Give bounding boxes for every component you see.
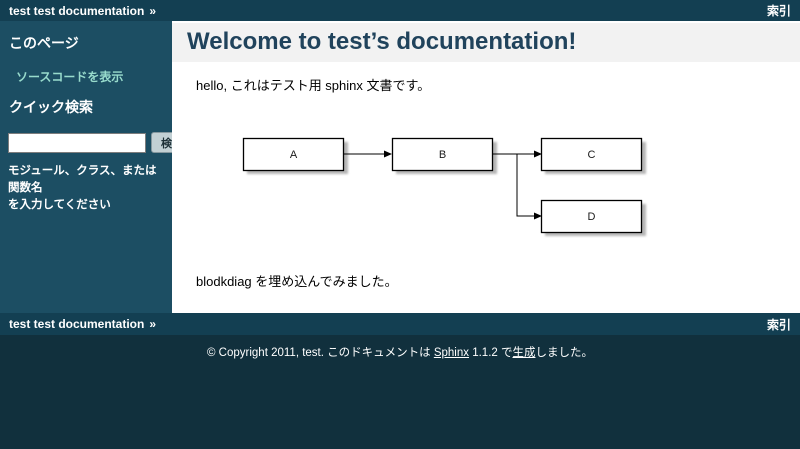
search-form: 検索	[8, 132, 172, 153]
sphinx-version: 1.1.2 で	[469, 347, 513, 359]
document-body: Welcome to test’s documentation! hello, …	[172, 21, 800, 313]
page-title: Welcome to test’s documentation!	[172, 23, 800, 62]
intro-paragraph: hello, これはテスト用 sphinx 文書です。	[196, 78, 431, 93]
sidebar-this-page-title: このページ	[9, 35, 79, 51]
edges	[343, 153, 534, 217]
arrowhead-b-d	[534, 212, 542, 220]
node-d-box	[540, 199, 643, 234]
footer-suffix: しました。	[535, 347, 593, 359]
nav-home-link[interactable]: test test documentation	[9, 3, 145, 18]
footer: © Copyright 2011, test. このドキュメントは Sphinx…	[0, 335, 800, 449]
sphinx-link[interactable]: Sphinx	[433, 347, 470, 359]
breadcrumb-separator: »	[149, 3, 157, 18]
breadcrumb-bottom: test test documentation »	[9, 317, 156, 331]
arrowheads	[384, 150, 542, 220]
node-c-box	[540, 137, 643, 172]
breadcrumb-separator-bottom: »	[149, 317, 157, 331]
node-a-label: A	[290, 149, 298, 161]
sidebar: このページ ソースコードを表示 クイック検索 検索 モジュール、クラス、または関…	[0, 21, 172, 313]
sidebar-quick-search-title: クイック検索	[9, 99, 93, 115]
node-c-label: C	[588, 149, 596, 161]
relbar-bottom: test test documentation » 索引	[0, 313, 800, 335]
node-a-box	[242, 137, 345, 172]
node-b-label: B	[439, 149, 446, 161]
nav-home-link-bottom[interactable]: test test documentation	[9, 317, 145, 331]
arrowhead-b-c	[534, 150, 542, 158]
search-caption-line1: モジュール、クラス、または関数名	[8, 165, 157, 194]
search-caption-line2: を入力してください	[8, 199, 111, 211]
show-source-link[interactable]: ソースコードを表示	[16, 70, 124, 84]
main-area: このページ ソースコードを表示 クイック検索 検索 モジュール、クラス、または関…	[0, 21, 800, 313]
node-d-label: D	[588, 211, 596, 223]
outro-paragraph: blodkdiag を埋め込んでみました。	[196, 274, 398, 289]
search-button[interactable]: 検索	[151, 132, 172, 153]
search-caption: モジュール、クラス、または関数名 を入力してください	[8, 163, 164, 214]
copyright-text: © Copyright 2011, test. このドキュメントは	[207, 347, 434, 359]
relbar-top: test test documentation » 索引	[0, 0, 800, 21]
index-link-bottom[interactable]: 索引	[766, 317, 791, 332]
breadcrumb: test test documentation »	[9, 4, 156, 18]
index-link-top[interactable]: 索引	[766, 4, 791, 18]
arrowhead-a-b	[384, 150, 392, 158]
search-input[interactable]	[8, 132, 146, 153]
node-b-box	[391, 137, 494, 172]
blockdiag-figure: A B C D	[242, 137, 646, 236]
generated-link[interactable]: 生成	[512, 347, 536, 359]
nodes	[242, 137, 643, 234]
